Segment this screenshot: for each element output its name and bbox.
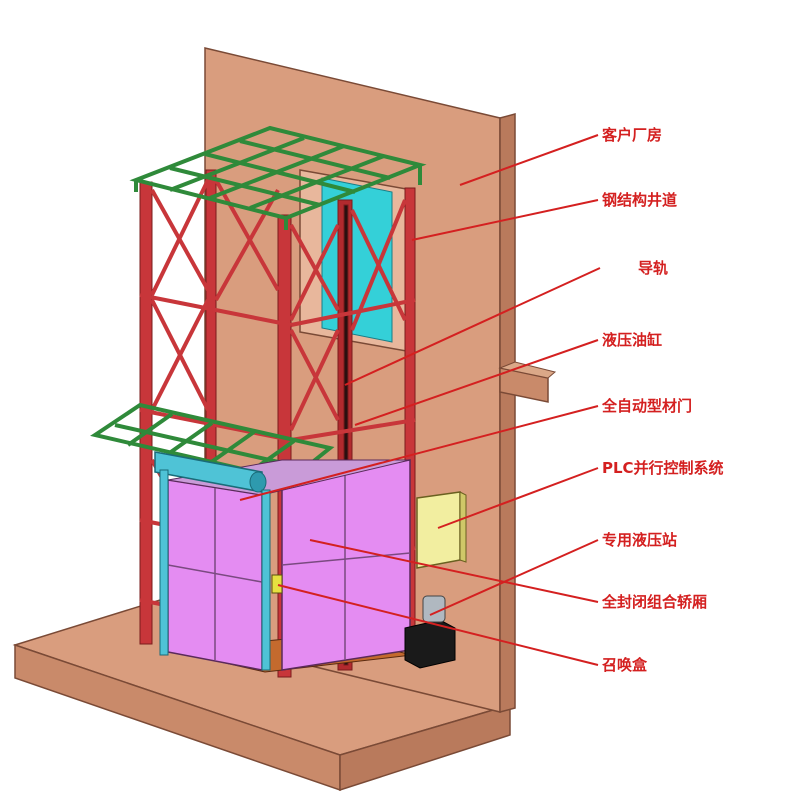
- wall-ledge-top: [498, 361, 557, 379]
- guide-rail-inner: [343, 204, 349, 666]
- callout-customer-building: 客户厂房: [602, 126, 663, 144]
- door-frame-right: [261, 489, 271, 671]
- callout-hydraulic-station: 专用液压站: [602, 531, 678, 549]
- door-frame-left: [159, 469, 169, 656]
- plc-control-panel: [416, 491, 461, 569]
- auto-door-roller-end: [249, 471, 267, 493]
- cabin-side: [281, 459, 411, 671]
- callout-leaders: [239, 134, 601, 666]
- callout-steel-shaft: 钢结构井道: [602, 191, 678, 209]
- callout-auto-door: 全自动型材门: [602, 397, 693, 415]
- callout-enclosed-cabin: 全封闭组合轿厢: [602, 593, 708, 611]
- callout-guide-rail: 导轨: [638, 259, 669, 277]
- top-canopy-frame: [129, 125, 427, 230]
- call-box: [271, 574, 283, 594]
- floor-slab-side: [339, 703, 511, 792]
- callout-hydraulic-cylinder: 液压油缸: [602, 331, 663, 349]
- callout-call-box: 召唤盒: [602, 656, 648, 674]
- back-wall-edge: [499, 113, 516, 713]
- plc-control-panel-side: [459, 491, 467, 563]
- callout-plc-control: PLC并行控制系统: [602, 459, 724, 477]
- cabin-frame-lines: [167, 468, 411, 660]
- door-canopy-frame: [90, 402, 335, 483]
